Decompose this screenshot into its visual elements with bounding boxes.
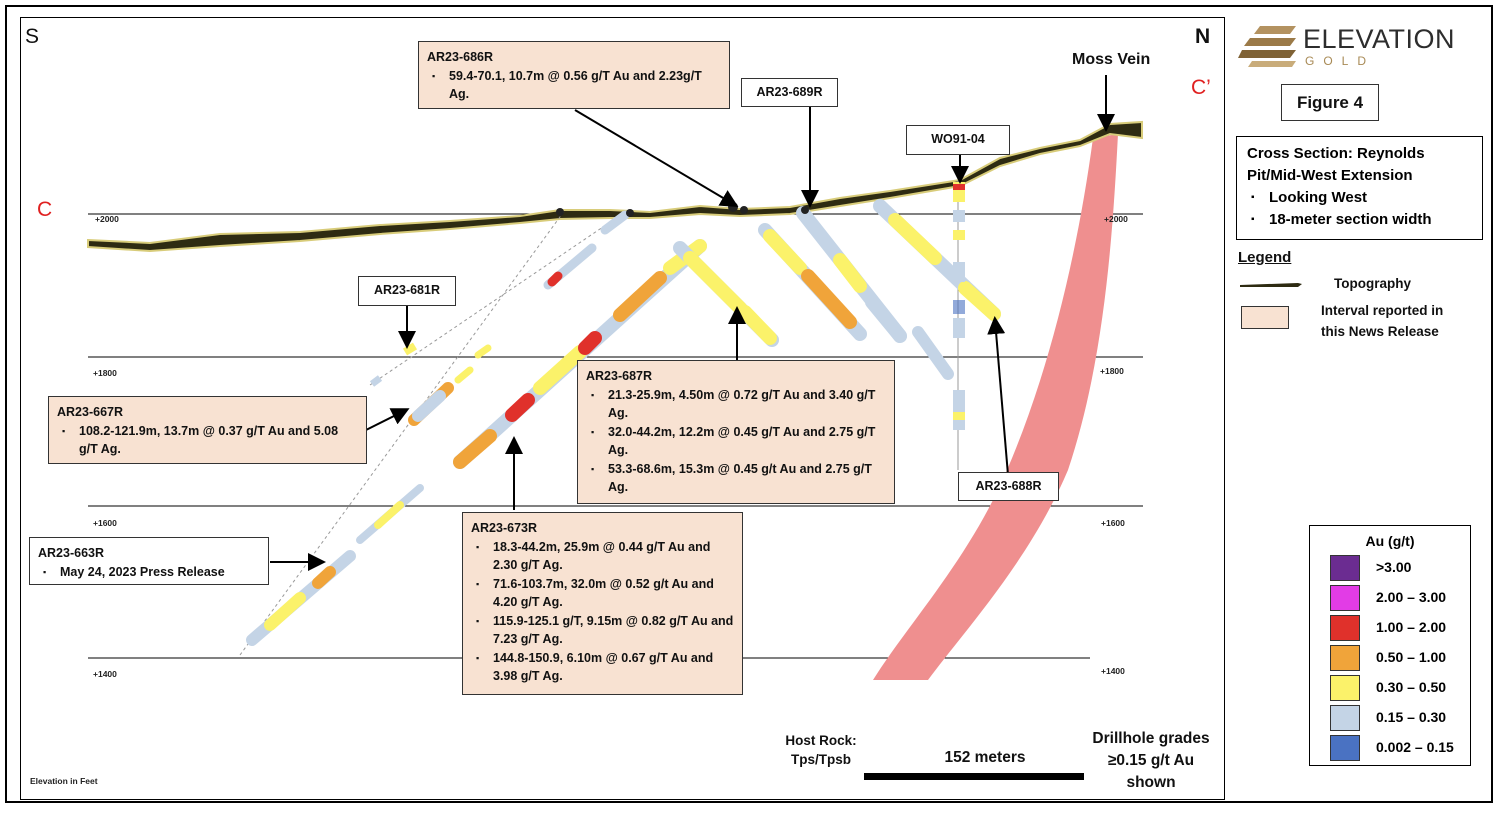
au-scale-row: 0.002 – 0.15 (1330, 734, 1465, 762)
callout-ar23-673r: AR23-673R 18.3-44.2m, 25.9m @ 0.44 g/T A… (462, 512, 743, 695)
au-scale-row: 0.30 – 0.50 (1330, 674, 1465, 702)
elev-right-1400: +1400 (1101, 666, 1125, 676)
au-grade-scale: Au (g/t) >3.00 2.00 – 3.00 1.00 – 2.00 0… (1309, 525, 1471, 766)
scale-bar-label: 152 meters (944, 749, 1026, 766)
au-swatch (1330, 645, 1360, 671)
host-rock-label: Host Rock: (785, 733, 857, 748)
scale-bar (864, 773, 1084, 780)
section-label-c-prime: C’ (1191, 76, 1211, 99)
label-wo91-04: WO91-04 (906, 125, 1010, 155)
au-swatch (1330, 705, 1360, 731)
drillhole-ar687 (758, 223, 867, 341)
callout-ar23-686r: AR23-686R 59.4-70.1, 10.7m @ 0.56 g/T Au… (418, 41, 730, 109)
drillhole-ar667 (408, 344, 492, 426)
callout-item: 115.9-125.1 g/T, 9.15m @ 0.82 g/T Au and… (476, 612, 734, 649)
compass-north: N (1195, 25, 1211, 48)
au-swatch (1330, 735, 1360, 761)
drillhole-ar686 (673, 241, 779, 347)
section-panel (20, 17, 1225, 800)
callout-item: 32.0-44.2m, 12.2m @ 0.45 g/T Au and 2.75… (591, 423, 886, 460)
moss-vein (873, 134, 1118, 680)
host-rock-note: Host Rock: Tps/Tpsb (780, 731, 862, 769)
callout-item: 53.3-68.6m, 15.3m @ 0.45 g/t Au and 2.75… (591, 460, 886, 497)
drillhole-ar688 (873, 199, 1001, 380)
callout-title: AR23-667R (57, 405, 124, 419)
legend-title: Legend (1238, 249, 1292, 266)
topography-legend-symbol (1240, 283, 1302, 287)
grades-note-line: shown (1126, 774, 1176, 791)
au-swatch (1330, 585, 1360, 611)
au-scale-row: 0.15 – 0.30 (1330, 704, 1465, 732)
grades-note: Drillhole grades ≥0.15 g/t Au shown (1083, 728, 1219, 794)
elev-left-1400: +1400 (93, 669, 117, 679)
au-scale-row: 2.00 – 3.00 (1330, 584, 1465, 612)
au-swatch (1330, 675, 1360, 701)
callout-title: AR23-687R (586, 369, 653, 383)
host-rock-value: Tps/Tpsb (791, 752, 851, 767)
grades-note-line: Drillhole grades (1092, 730, 1210, 747)
compass-south: S (25, 25, 40, 48)
callout-item: 108.2-121.9m, 13.7m @ 0.37 g/T Au and 5.… (62, 422, 358, 459)
callout-item: 18.3-44.2m, 25.9m @ 0.44 g/T Au and 2.30… (476, 538, 734, 575)
drillhole-ar681 (369, 342, 418, 387)
au-bin-label: 1.00 – 2.00 (1376, 619, 1447, 635)
au-swatch (1330, 555, 1360, 581)
au-scale-row: 0.50 – 1.00 (1330, 644, 1465, 672)
callout-title: AR23-673R (471, 521, 538, 535)
cross-section-bullet: 18-meter section width (1251, 209, 1472, 231)
au-bin-label: 0.002 – 0.15 (1376, 739, 1454, 755)
elev-left-2000: +2000 (95, 214, 119, 224)
elev-right-2000: +2000 (1104, 214, 1128, 224)
callout-item: 21.3-25.9m, 4.50m @ 0.72 g/T Au and 3.40… (591, 386, 886, 423)
cross-section-title: Cross Section: Reynolds Pit/Mid-West Ext… (1247, 145, 1425, 184)
callout-title: AR23-686R (427, 50, 494, 64)
elev-left-1600: +1600 (93, 518, 117, 528)
au-bin-label: >3.00 (1376, 559, 1412, 575)
callout-item: 59.4-70.1, 10.7m @ 0.56 g/T Au and 2.23g… (432, 67, 721, 104)
figure-label: Figure 4 (1281, 84, 1379, 121)
au-scale-row: 1.00 – 2.00 (1330, 614, 1465, 642)
elevation-units-note: Elevation in Feet (30, 776, 98, 786)
elevation-gold-logo-mark (1238, 26, 1296, 67)
legend-topography-label: Topography (1334, 276, 1411, 291)
elev-left-1800: +1800 (93, 368, 117, 378)
callout-item: 71.6-103.7m, 32.0m @ 0.52 g/t Au and 4.2… (476, 575, 734, 612)
au-bin-label: 0.15 – 0.30 (1376, 709, 1447, 725)
callout-title: AR23-663R (38, 546, 105, 560)
drillhole-ar689 (796, 206, 907, 343)
legend-interval-label: Interval reported in this News Release (1321, 303, 1444, 339)
logo-word-elevation: ELEVATION (1303, 24, 1456, 54)
callout-ar23-663r: AR23-663R May 24, 2023 Press Release (29, 537, 269, 585)
callout-ar23-667r: AR23-667R 108.2-121.9m, 13.7m @ 0.37 g/T… (48, 396, 367, 464)
moss-vein-label: Moss Vein (1072, 51, 1151, 68)
au-bin-label: 2.00 – 3.00 (1376, 589, 1447, 605)
drillhole-ar663 (246, 243, 597, 646)
leader-arrows (270, 75, 1115, 571)
callout-item: May 24, 2023 Press Release (43, 563, 260, 582)
elev-right-1800: +1800 (1100, 366, 1124, 376)
label-ar23-681r: AR23-681R (358, 276, 456, 306)
label-ar23-689r: AR23-689R (741, 78, 838, 107)
drillhole-wo91-04 (953, 182, 965, 430)
label-ar23-688r: AR23-688R (958, 472, 1059, 501)
au-swatch (1330, 615, 1360, 641)
cross-section-info: Cross Section: Reynolds Pit/Mid-West Ext… (1236, 136, 1483, 240)
figure-frame (5, 5, 1493, 803)
callout-ar23-687r: AR23-687R 21.3-25.9m, 4.50m @ 0.72 g/T A… (577, 360, 895, 504)
au-scale-title: Au (g/t) (1365, 533, 1415, 549)
cross-section-bullet: Looking West (1251, 187, 1472, 209)
au-bin-label: 0.30 – 0.50 (1376, 679, 1447, 695)
section-label-c: C (37, 198, 53, 221)
au-scale-row: >3.00 (1330, 554, 1465, 582)
grades-note-line: ≥0.15 g/t Au (1107, 752, 1195, 769)
au-bin-label: 0.50 – 1.00 (1376, 649, 1447, 665)
elev-right-1600: +1600 (1101, 518, 1125, 528)
callout-item: 144.8-150.9, 6.10m @ 0.67 g/T Au and 3.9… (476, 649, 734, 686)
interval-legend-swatch (1241, 306, 1289, 329)
hole-trace-663 (239, 209, 566, 656)
logo-word-gold: GOLD (1305, 54, 1376, 68)
